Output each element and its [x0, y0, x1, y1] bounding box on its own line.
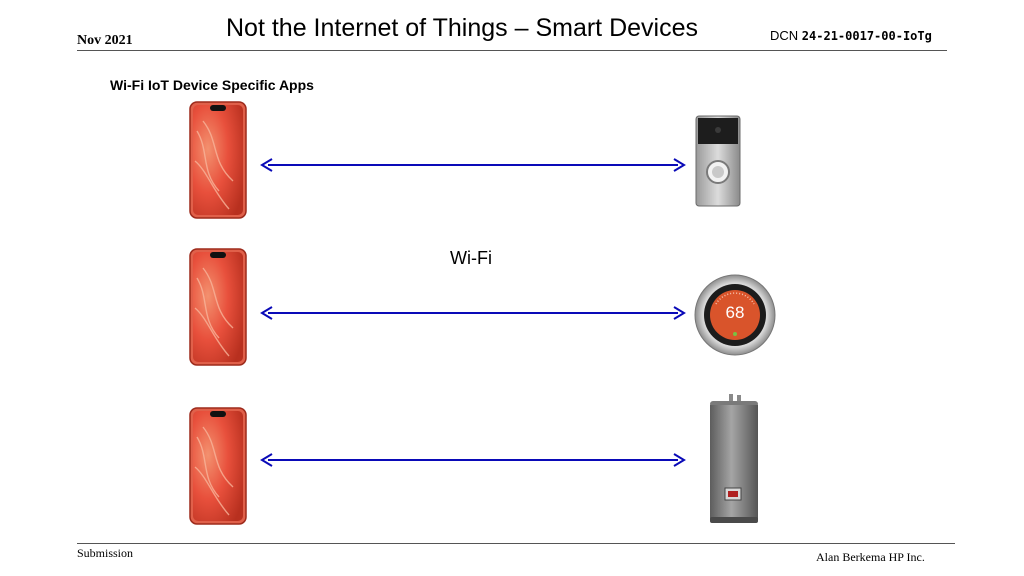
smart-thermostat-image [694, 274, 776, 356]
smartphone-image-1 [189, 101, 247, 219]
smartphone-image-2 [189, 248, 247, 366]
dcn-prefix: DCN [770, 28, 799, 43]
smartphone-image-3 [189, 407, 247, 525]
slide-subtitle: Wi-Fi IoT Device Specific Apps [110, 77, 314, 93]
header-divider [77, 50, 947, 51]
dcn-label: DCN 24-21-0017-00-IoTg [770, 28, 932, 43]
dcn-number: 24-21-0017-00-IoTg [801, 29, 932, 43]
water-heater-image [710, 394, 758, 523]
wifi-label: Wi-Fi [450, 248, 492, 268]
wifi-link-arrow-3 [260, 453, 686, 467]
wifi-link-arrow-2 [260, 306, 686, 320]
page-title: Not the Internet of Things – Smart Devic… [226, 14, 698, 42]
wifi-link-arrow-1 [260, 158, 686, 172]
video-doorbell-image [695, 115, 741, 207]
header-date: Nov 2021 [77, 33, 133, 48]
footer-author: Alan Berkema HP Inc. [816, 550, 925, 564]
thermostat-reading: 68 [725, 303, 745, 322]
footer-submission: Submission [77, 546, 134, 560]
footer-divider [77, 543, 955, 544]
